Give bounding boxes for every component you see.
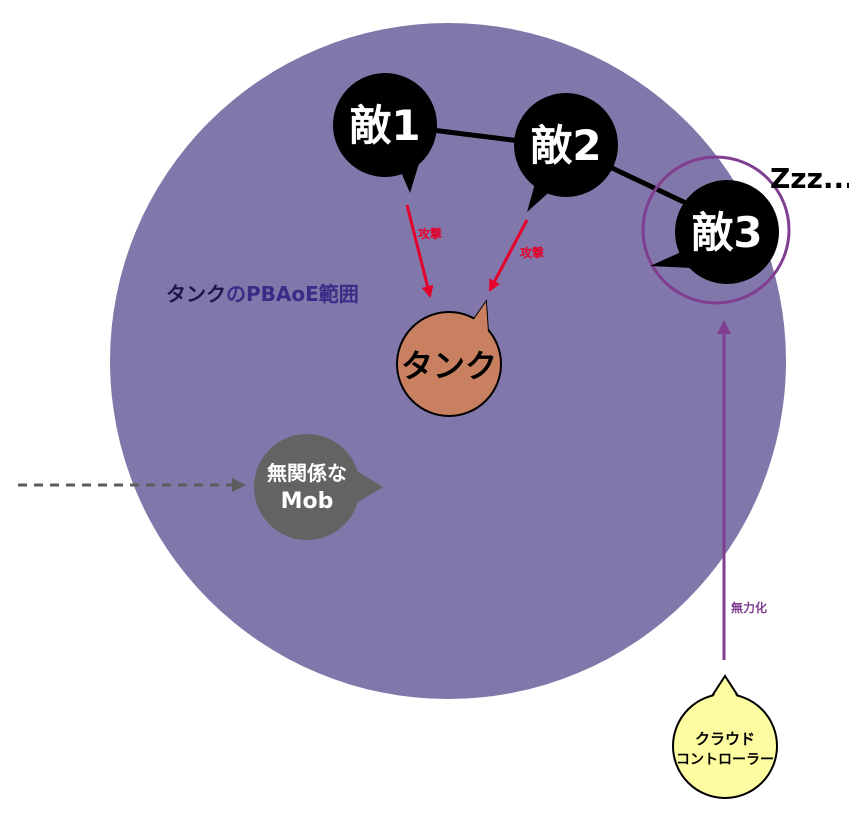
- mob-label-line1: 無関係な: [267, 461, 347, 485]
- unrelated-mob: 無関係な Mob: [254, 434, 383, 540]
- attack-arrow-2-label: 攻撃: [520, 245, 544, 260]
- attack-arrow-1-label: 攻撃: [418, 226, 442, 241]
- area-label: タンクのPBAoE範囲: [166, 282, 359, 306]
- enemy-3-label: 敵3: [691, 208, 762, 257]
- enemy-1: 敵1: [333, 73, 437, 193]
- sleep-text: Zzz...: [770, 162, 849, 195]
- crowd-controller: クラウド コントローラー: [672, 674, 778, 799]
- cc-label-line1: クラウド: [695, 730, 755, 748]
- tank-label: タンク: [401, 347, 497, 385]
- enemy-2-label: 敵2: [530, 121, 601, 170]
- area-label-tank: タンク: [166, 282, 226, 306]
- attack-arrow-2: [488, 219, 529, 292]
- attack-arrow-1: [405, 204, 434, 298]
- tank: タンク: [396, 299, 502, 417]
- mob-label-line2: Mob: [281, 489, 334, 514]
- sleep-ring: [641, 155, 791, 305]
- neutralize-arrow-label: 無力化: [731, 600, 767, 615]
- enemy-1-label: 敵1: [349, 101, 420, 150]
- enemy-3: 敵3: [650, 180, 779, 284]
- area-label-range: のPBAoE範囲: [226, 282, 359, 306]
- cc-label-line2: コントローラー: [676, 752, 774, 768]
- enemy-link-2-3: [610, 165, 692, 208]
- enemy-2: 敵2: [514, 93, 618, 212]
- enemy-link-1-2: [431, 127, 521, 144]
